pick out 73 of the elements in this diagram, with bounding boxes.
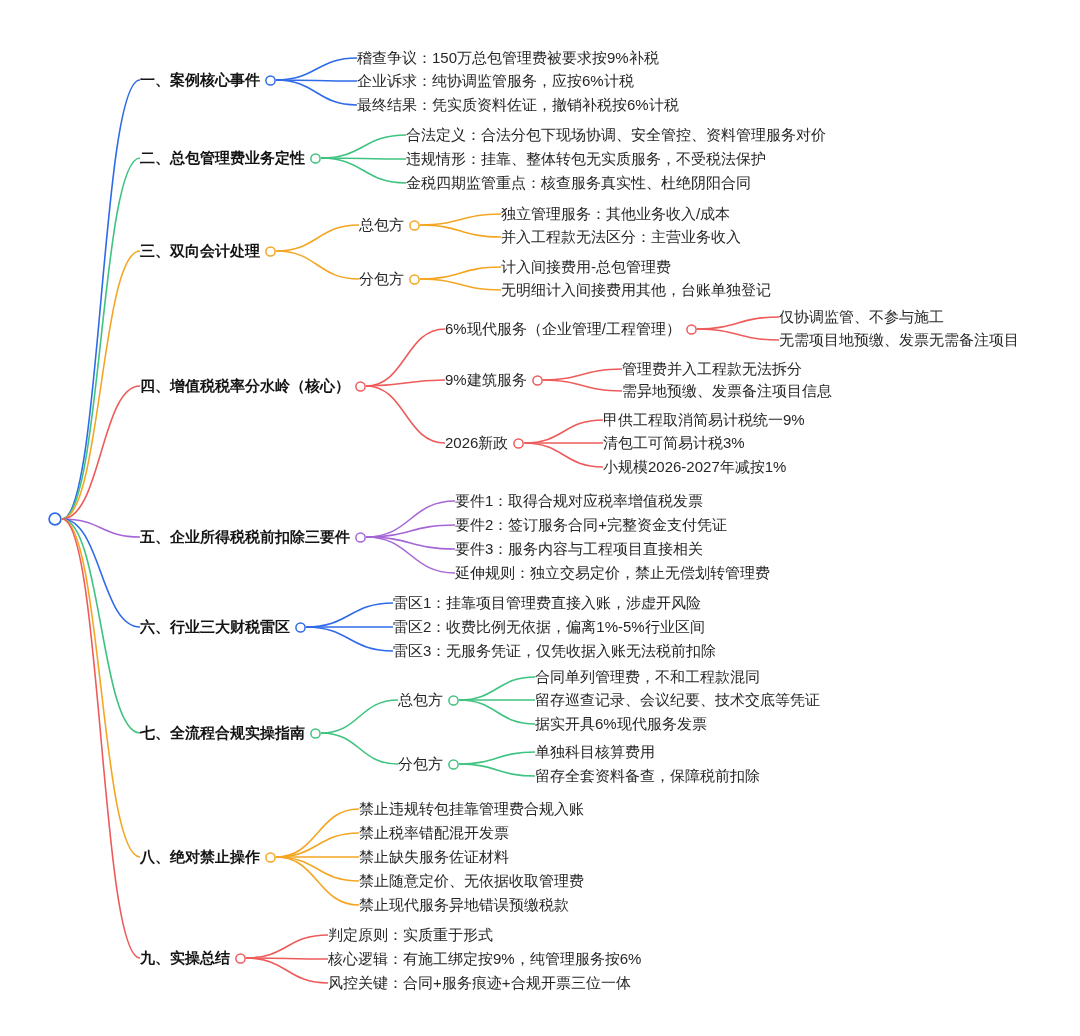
detail-label: 小规模2026-2027年减按1% — [603, 457, 787, 477]
branch-curve — [275, 856, 360, 906]
branch-curve — [458, 763, 536, 777]
detail-label: 合同单列管理费，不和工程款混同 — [535, 667, 760, 687]
branch-curve — [320, 157, 407, 184]
detail-label: 计入间接费用-总包管理费 — [501, 257, 671, 277]
topic-label: 一、案例核心事件 — [140, 70, 260, 90]
detail-label: 延伸规则：独立交易定价，禁止无偿划转管理费 — [455, 563, 770, 583]
topic-label: 二、总包管理费业务定性 — [140, 148, 305, 168]
subtopic-label: 分包方 — [398, 754, 443, 774]
detail-label: 独立管理服务：其他业务收入/成本 — [501, 204, 731, 224]
detail-label: 要件1：取得合规对应税率增值税发票 — [455, 491, 704, 511]
detail-label: 金税四期监管重点：核查服务真实性、杜绝阴阳合同 — [406, 173, 751, 193]
detail-label: 需异地预缴、发票备注项目信息 — [622, 381, 832, 401]
branch-curve — [419, 278, 502, 291]
detail-label: 风控关键：合同+服务痕迹+合规开票三位一体 — [328, 973, 631, 993]
detail-label: 核心逻辑：有施工绑定按9%，纯管理服务按6% — [328, 949, 642, 969]
detail-label: 禁止税率错配混开发票 — [359, 823, 509, 843]
detail-label: 单独科目核算费用 — [535, 742, 655, 762]
subtopic-label: 2026新政 — [445, 433, 509, 453]
detail-label: 无明细计入间接费用其他，台账单独登记 — [501, 280, 771, 300]
branch-curve — [458, 699, 536, 725]
branch-curve — [541, 379, 623, 392]
detail-label: 雷区3：无服务凭证，仅凭收据入账无法税前扣除 — [393, 641, 717, 661]
topic-label: 三、双向会计处理 — [140, 241, 260, 261]
topic-label: 七、全流程合规实操指南 — [140, 723, 305, 743]
topic-label: 四、增值税税率分水岭（核心） — [140, 376, 350, 396]
branch-curve — [523, 442, 604, 468]
detail-label: 无需项目地预缴、发票无需备注项目 — [779, 330, 1019, 350]
detail-label: 合法定义：合法分包下现场协调、安全管控、资料管理服务对价 — [406, 125, 826, 145]
branch-curve — [61, 79, 141, 520]
subtopic-label: 6%现代服务（企业管理/工程管理） — [445, 319, 681, 339]
branch-curve — [419, 224, 502, 238]
detail-label: 稽查争议：150万总包管理费被要求按9%补税 — [357, 48, 659, 68]
topic-label: 六、行业三大财税雷区 — [140, 617, 290, 637]
branch-curve — [305, 626, 394, 652]
detail-label: 留存巡查记录、会议纪要、技术交底等凭证 — [535, 690, 820, 710]
branch-curve — [696, 328, 780, 341]
detail-label: 禁止缺失服务佐证材料 — [359, 847, 509, 867]
detail-label: 留存全套资料备查，保障税前扣除 — [535, 766, 760, 786]
branch-curve — [365, 536, 456, 574]
topic-label: 八、绝对禁止操作 — [140, 847, 260, 867]
detail-label: 雷区2：收费比例无依据，偏离1%-5%行业区间 — [393, 617, 705, 637]
branch-curve — [365, 385, 446, 444]
branch-curve — [275, 250, 360, 280]
detail-label: 禁止现代服务异地错误预缴税款 — [359, 895, 569, 915]
topic-label: 五、企业所得税税前扣除三要件 — [140, 527, 350, 547]
detail-label: 禁止违规转包挂靠管理费合规入账 — [359, 799, 584, 819]
detail-label: 判定原则：实质重于形式 — [328, 925, 493, 945]
detail-label: 甲供工程取消简易计税统一9% — [603, 410, 805, 430]
branch-curve — [320, 732, 399, 765]
subtopic-label: 总包方 — [398, 690, 443, 710]
detail-label: 要件3：服务内容与工程项目直接相关 — [455, 539, 704, 559]
branch-curve — [275, 79, 358, 106]
branch-curve — [61, 518, 141, 628]
subtopic-label: 总包方 — [359, 215, 404, 235]
detail-label: 最终结果：凭实质资料佐证，撤销补税按6%计税 — [357, 95, 679, 115]
detail-label: 雷区1：挂靠项目管理费直接入账，涉虚开风险 — [393, 593, 702, 613]
detail-label: 仅协调监管、不参与施工 — [779, 307, 944, 327]
detail-label: 要件2：签订服务合同+完整资金支付凭证 — [455, 515, 728, 535]
detail-label: 企业诉求：纯协调监管服务，应按6%计税 — [357, 71, 634, 91]
detail-label: 据实开具6%现代服务发票 — [535, 714, 707, 734]
root-circle — [48, 512, 62, 526]
subtopic-label: 分包方 — [359, 269, 404, 289]
detail-label: 清包工可简易计税3% — [603, 433, 745, 453]
detail-label: 禁止随意定价、无依据收取管理费 — [359, 871, 584, 891]
branch-curve — [245, 957, 329, 984]
detail-label: 管理费并入工程款无法拆分 — [622, 359, 802, 379]
detail-label: 违规情形：挂靠、整体转包无实质服务，不受税法保护 — [406, 149, 766, 169]
branch-curve — [61, 518, 141, 959]
detail-label: 并入工程款无法区分：主营业务收入 — [501, 227, 741, 247]
topic-label: 九、实操总结 — [140, 948, 230, 968]
subtopic-label: 9%建筑服务 — [445, 370, 527, 390]
